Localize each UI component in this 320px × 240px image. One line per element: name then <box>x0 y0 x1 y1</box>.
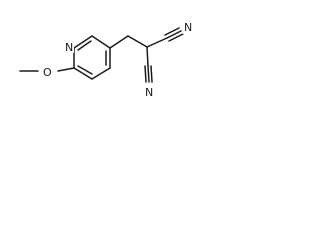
double-bond-c6-c5-inner <box>77 65 93 75</box>
chemical-structure-diagram: N O N N <box>19 20 195 99</box>
triple-bond-lower-1 <box>147 65 150 83</box>
nitrile-nitrogen-top-label: N <box>184 21 192 34</box>
triple-bond-upper-3 <box>164 27 180 36</box>
bond-c3-c2 <box>91 35 111 49</box>
triple-bond-lower-3 <box>144 65 147 83</box>
double-bond-c2-n-inner <box>77 40 92 51</box>
label-bg-nitrile-bottom <box>143 84 155 98</box>
bond-ch-c-upper <box>146 37 168 48</box>
bond-c6-o <box>57 67 75 72</box>
bond-c6-c5 <box>73 67 93 80</box>
bond-c5-c4 <box>91 67 111 80</box>
nitrile-nitrogen-bottom-label: N <box>145 86 153 99</box>
bond-ch2-ch <box>127 35 148 48</box>
triple-bond-upper-2 <box>168 33 184 42</box>
label-bg-oxygen <box>40 64 56 78</box>
label-bg-nitrile-top <box>183 20 195 34</box>
pyridine-ring <box>73 35 111 80</box>
oxygen-label: O <box>43 66 52 79</box>
bond-c2-n <box>73 35 93 49</box>
bond-ch-c-lower <box>146 46 149 67</box>
label-bg-ring-n <box>63 39 74 53</box>
bond-c3-ch2 <box>109 35 129 49</box>
ring-nitrogen-label: N <box>65 41 73 54</box>
triple-bond-lower-2 <box>150 65 153 83</box>
triple-bond-upper-1 <box>166 30 182 39</box>
